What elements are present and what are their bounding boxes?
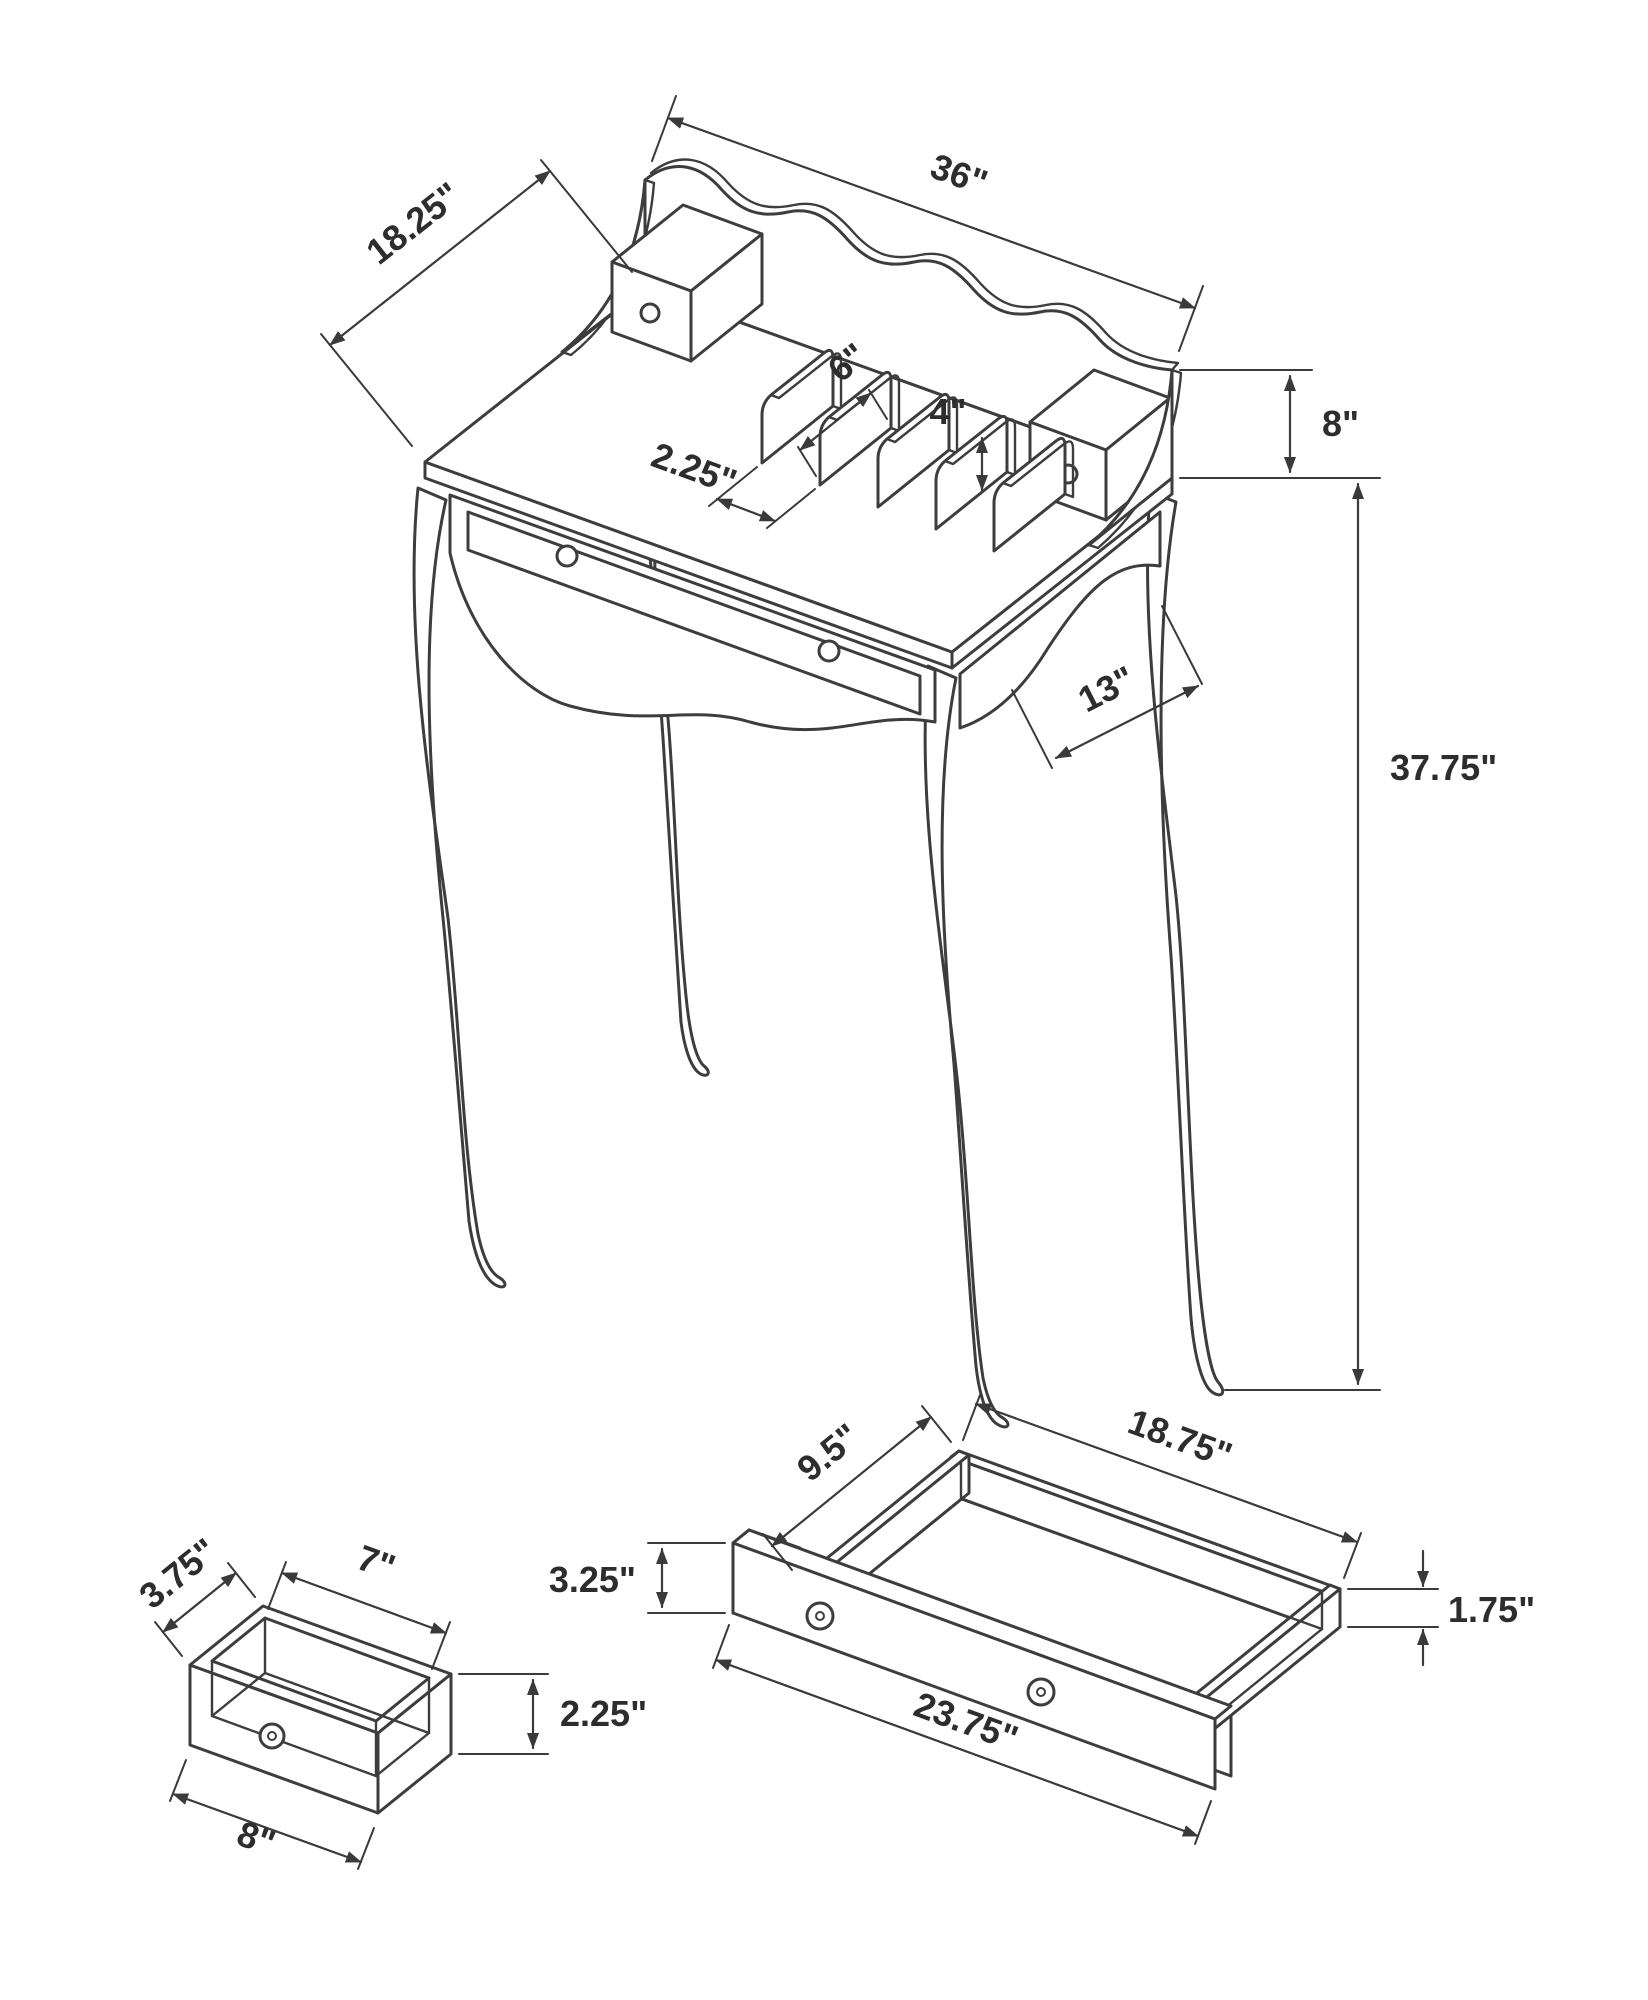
divider-slat-edge [885,396,959,455]
dim-large-drawer-side-height: 1.75" [1448,1589,1535,1630]
divider-slat-edge [943,418,1017,477]
dim-small-drawer-front-width: 8" [232,1813,281,1864]
large-drawer-back-wall-inner [949,1455,1334,1635]
hutch-left-drawer-knob [639,302,661,324]
large-drawer-back-wall-band [949,1449,1342,1597]
desk-leg-back-right [1145,490,1225,1397]
dim-overall-height: 37.75" [1390,747,1497,788]
desk-drawer-front [466,510,922,716]
desk-right-apron [958,510,1162,730]
desk-leg-front-right [923,664,1010,1429]
dim-hutch-height: 8" [1322,403,1359,444]
large-drawer-panel-front [731,1541,1217,1791]
desk-drawer-knob-right [817,639,841,663]
large-drawer-knob-right-center [1036,1687,1046,1697]
divider-slat-edge [769,352,843,411]
dim-small-drawer-height: 2.25" [560,1693,647,1734]
dim-leg-span: 13" [1072,658,1142,720]
large-drawer-knob-left-center [815,1611,825,1621]
dim-large-drawer-front-height: 3.25" [549,1559,636,1600]
dim-small-drawer-depth: 3.75" [131,1530,225,1617]
desk-drawer-knob-left [555,544,579,568]
desk-leg-front-left [412,486,507,1289]
large-drawer-dimensions: 9.5" 18.75" 3.25" 23.75" 1.75" [549,1394,1535,1845]
desk-drawing: 18.25" 36" 8" 6" 4" 2.25" [320,95,1497,1429]
divider-slat-edge [827,374,901,433]
small-drawer-knob-center [267,1731,277,1741]
dim-small-drawer-inner-width: 7" [352,1537,401,1588]
small-drawer-floor [210,1671,431,1778]
large-drawer-drawing: 9.5" 18.75" 3.25" 23.75" 1.75" [549,1394,1535,1845]
dim-desk-width: 36" [925,145,993,203]
divider-slat-edge [1001,440,1075,499]
dim-divider-height: 4" [929,391,966,432]
hutch-right-panel [1087,368,1174,547]
dim-desk-depth: 18.25" [358,174,468,272]
